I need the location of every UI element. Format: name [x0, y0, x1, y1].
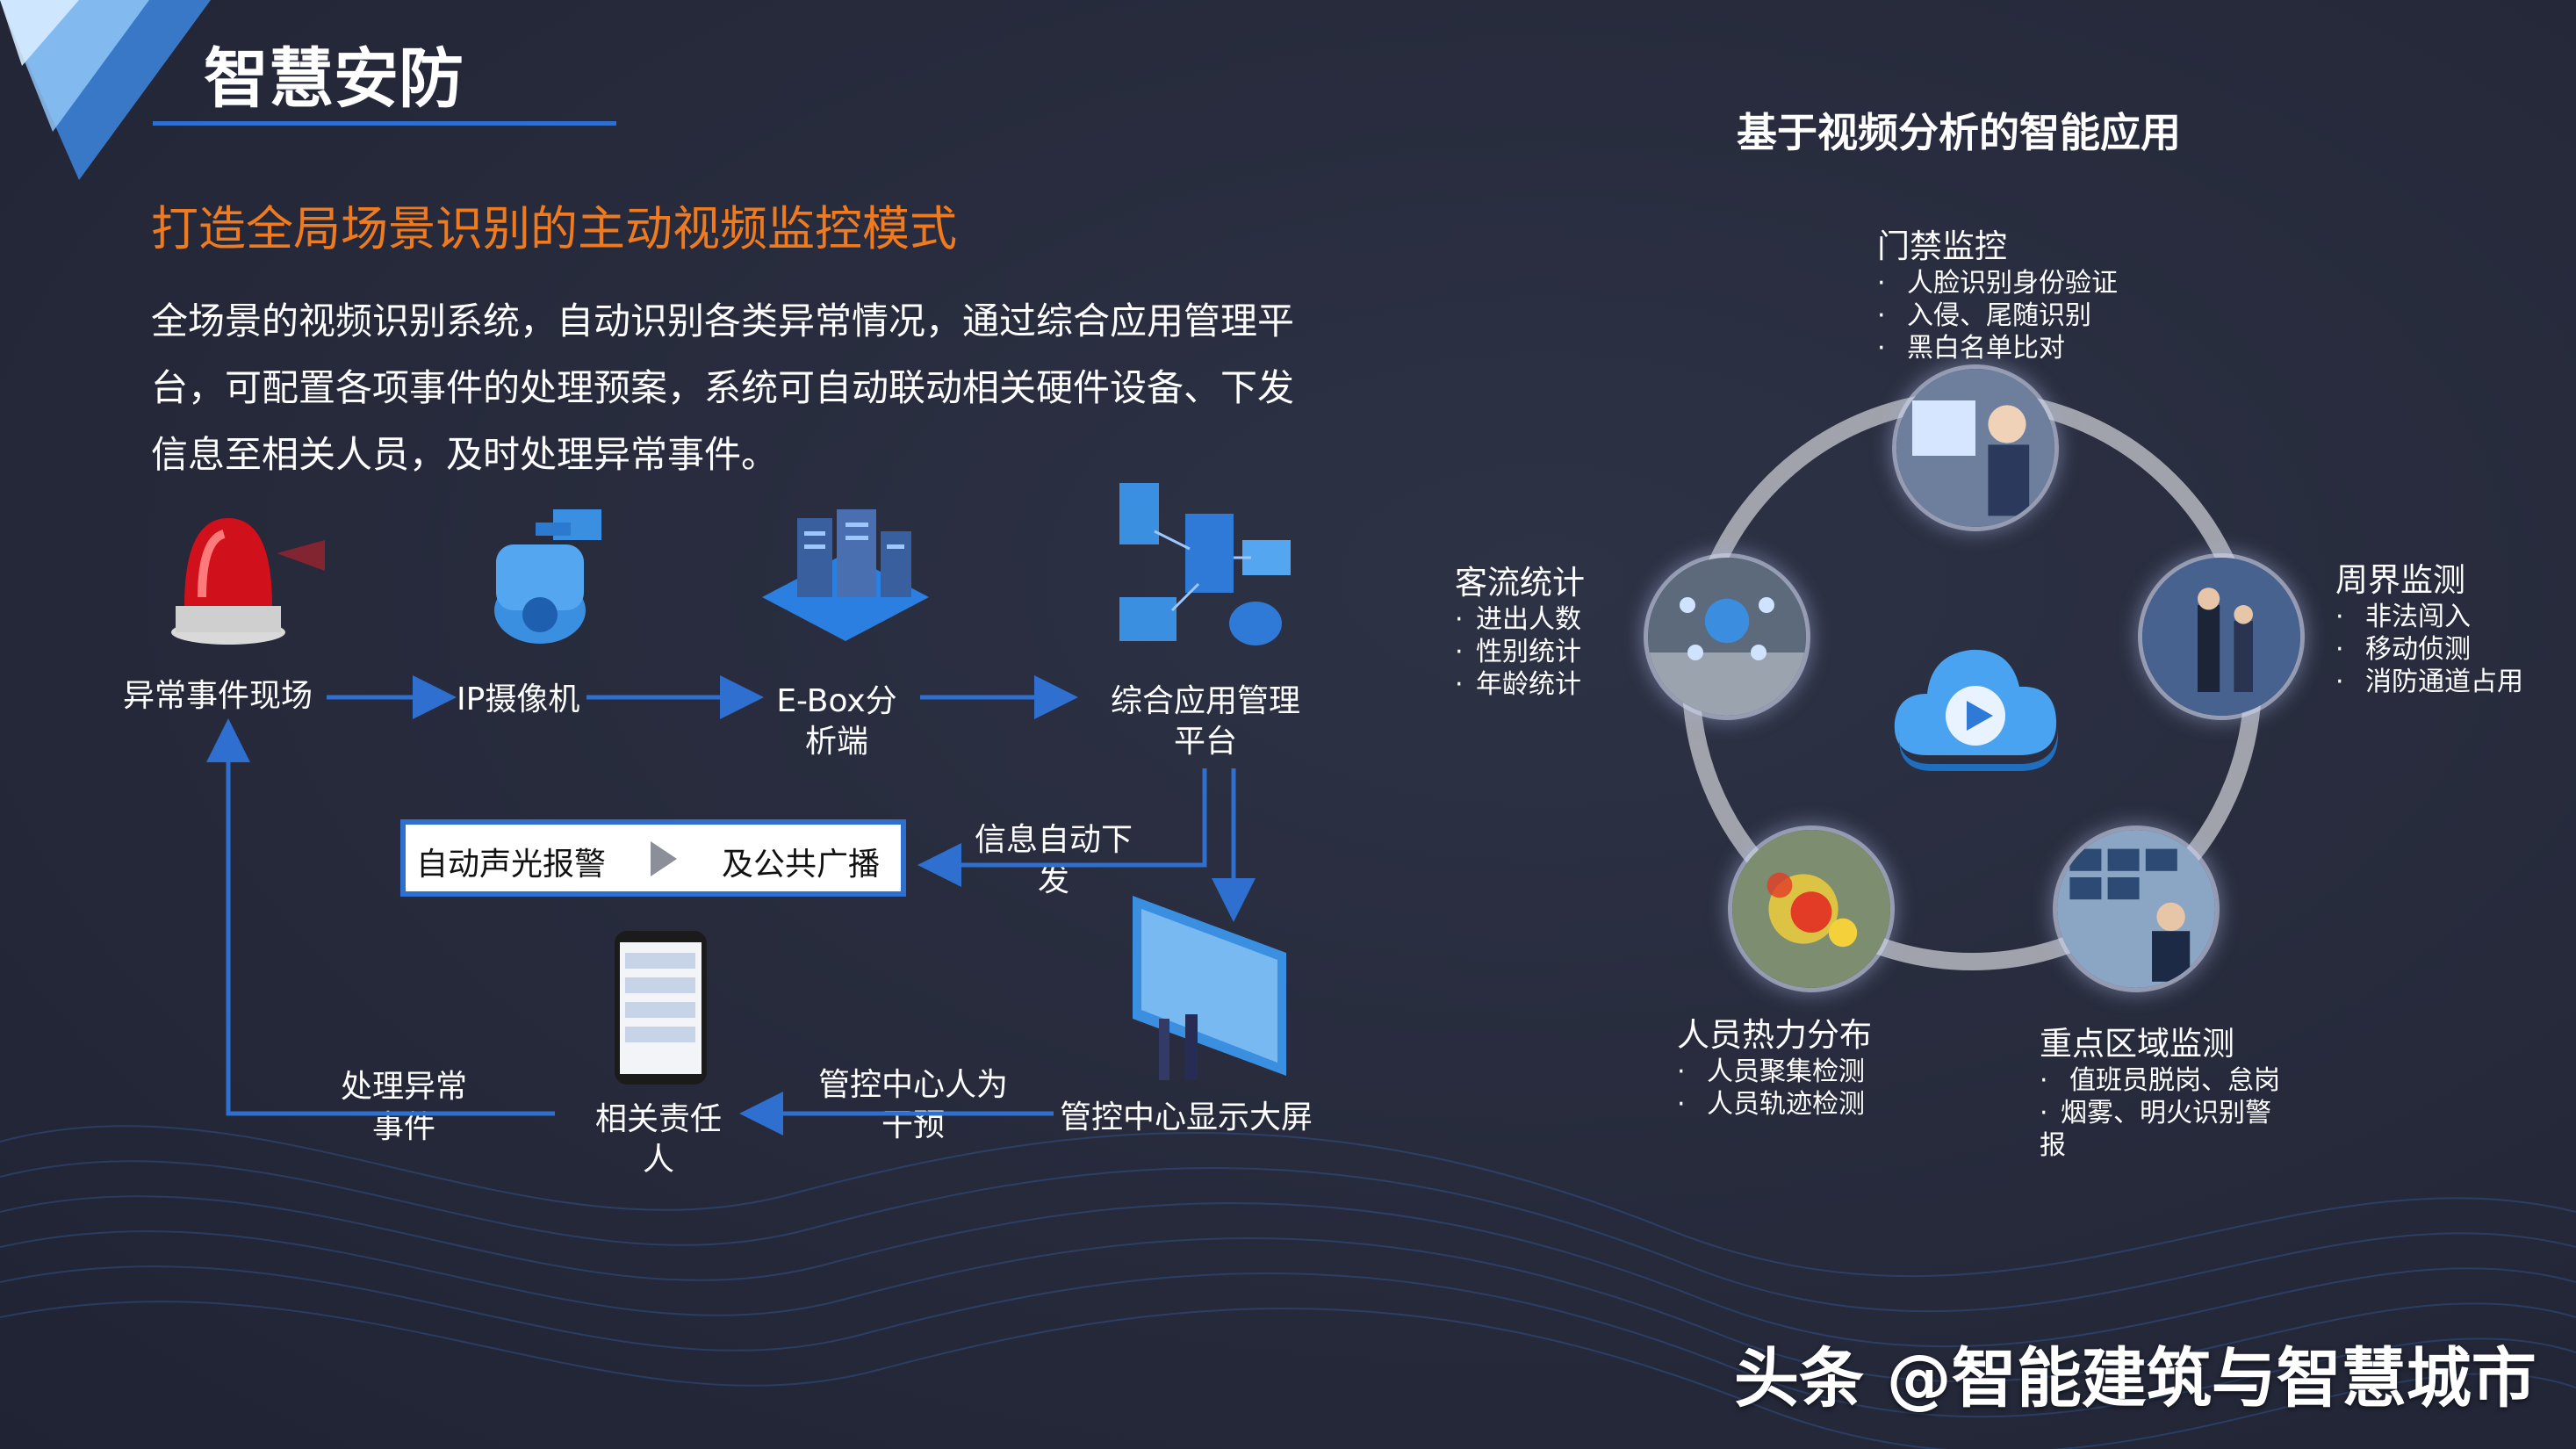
node-key-area-photo: [2057, 830, 2215, 988]
alarm-left-label: 自动声光报警: [416, 847, 607, 883]
alarm-right-label: 及公共广播: [722, 847, 881, 883]
flow-screen-label: 管控中心显示大屏: [1060, 1099, 1313, 1135]
platform-network-icon: [1119, 483, 1291, 645]
ip-camera-icon: [494, 509, 601, 644]
smartphone-icon: [615, 931, 707, 1085]
flow-arrows: [206, 675, 1256, 1135]
description-line-3: 信息至相关人员，及时处理异常事件。: [151, 433, 779, 476]
access-control-group: 门禁监控 ·人脸识别身份验证 ·入侵、尾随识别 ·黑白名单比对: [1877, 227, 2118, 364]
key-area-group: 重点区域监测 ·值班员脱岗、怠岗 ·烟雾、明火识别警 报: [2040, 1025, 2280, 1161]
flow-camera-label: IP摄像机: [457, 681, 580, 717]
play-arrow-icon: [651, 841, 677, 876]
node-passenger-flow-photo: [1648, 558, 1806, 716]
flow-auto-send-label: 信息自动下发: [974, 822, 1133, 898]
cloud-play-icon: [1894, 649, 2058, 771]
ebox-server-icon: [762, 509, 929, 641]
description-line-2: 台，可配置各项事件的处理预案，系统可自动联动相关硬件设备、下发: [151, 366, 1295, 409]
watermark-text: 头条 @智能建筑与智慧城市: [1734, 1341, 2536, 1417]
flow-platform-label: 综合应用管理平台: [1110, 683, 1300, 760]
display-screen-icon: [1133, 896, 1286, 1080]
flow-responsible-label: 相关责任人: [594, 1101, 722, 1178]
right-title: 基于视频分析的智能应用: [1737, 109, 2181, 156]
passenger-flow-group: 客流统计 ·进出人数 ·性别统计 ·年龄统计: [1455, 564, 1585, 700]
flow-ebox-label: E-Box分析端: [776, 683, 897, 760]
page-title: 智慧安防: [204, 41, 464, 117]
node-perimeter-photo: [2142, 558, 2300, 716]
heat-map-group: 人员热力分布 ·人员聚集检测 ·人员轨迹检测: [1677, 1016, 1872, 1120]
title-underline: [153, 121, 616, 126]
perimeter-group: 周界监测 ·非法闯入 ·移动侦测 ·消防通道占用: [2335, 561, 2523, 697]
flow-scene-label: 异常事件现场: [123, 678, 313, 714]
node-access-control-photo: [1896, 369, 2054, 527]
description-line-1: 全场景的视频识别系统，自动识别各类异常情况，通过综合应用管理平: [151, 299, 1295, 342]
alarm-light-icon: [171, 518, 325, 645]
node-heat-map-photo: [1732, 830, 1890, 988]
alarm-broadcast-box: 自动声光报警 及公共广播: [400, 819, 906, 897]
wave-decoration: [0, 1125, 2576, 1449]
header-chevron-icon: [0, 0, 211, 180]
subtitle: 打造全局场景识别的主动视频监控模式: [151, 201, 957, 256]
flow-handle-label: 处理异常事件: [340, 1069, 467, 1145]
